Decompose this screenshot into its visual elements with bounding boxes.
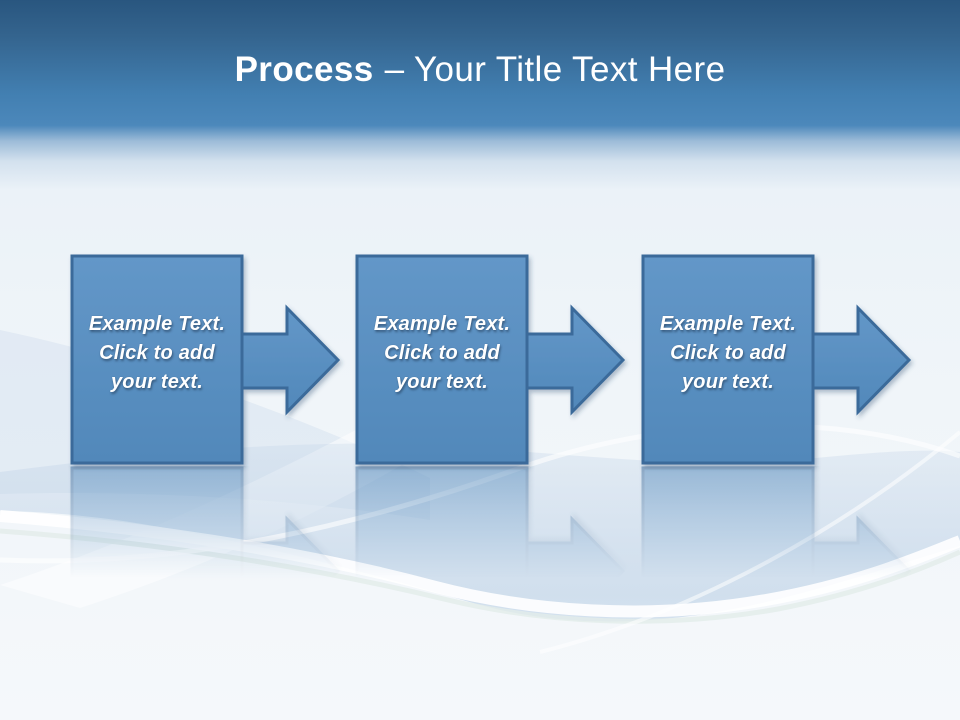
step-1-text[interactable]: Example Text. Click to add your text. bbox=[72, 256, 242, 463]
process-arrow[interactable] bbox=[525, 304, 626, 416]
process-box[interactable] bbox=[355, 254, 529, 465]
title-emphasis: Process bbox=[234, 50, 374, 89]
process-step-2[interactable] bbox=[355, 254, 626, 465]
slide-title[interactable]: Process – Your Title Text Here bbox=[0, 50, 960, 90]
process-arrow[interactable] bbox=[240, 304, 341, 416]
step-text-line: your text. bbox=[681, 371, 775, 393]
step-text-line: your text. bbox=[395, 371, 489, 393]
step-text-line: Click to add bbox=[670, 342, 786, 364]
step-text-line: Example Text. bbox=[659, 313, 797, 335]
reflection-effect bbox=[72, 468, 909, 675]
step-text-line: Example Text. bbox=[373, 313, 511, 335]
step-text-line: Example Text. bbox=[88, 313, 226, 335]
process-box[interactable] bbox=[70, 254, 244, 465]
step-text-line: your text. bbox=[110, 371, 204, 393]
step-text-line: Click to add bbox=[384, 342, 500, 364]
step-3-text[interactable]: Example Text. Click to add your text. bbox=[643, 256, 813, 463]
process-shapes bbox=[70, 254, 912, 465]
step-2-text[interactable]: Example Text. Click to add your text. bbox=[357, 256, 527, 463]
title-rest: – Your Title Text Here bbox=[384, 50, 726, 89]
process-box[interactable] bbox=[641, 254, 815, 465]
step-text-line: Click to add bbox=[99, 342, 215, 364]
process-step-3[interactable] bbox=[641, 254, 912, 465]
process-step-1[interactable] bbox=[70, 254, 341, 465]
process-arrow[interactable] bbox=[811, 304, 912, 416]
